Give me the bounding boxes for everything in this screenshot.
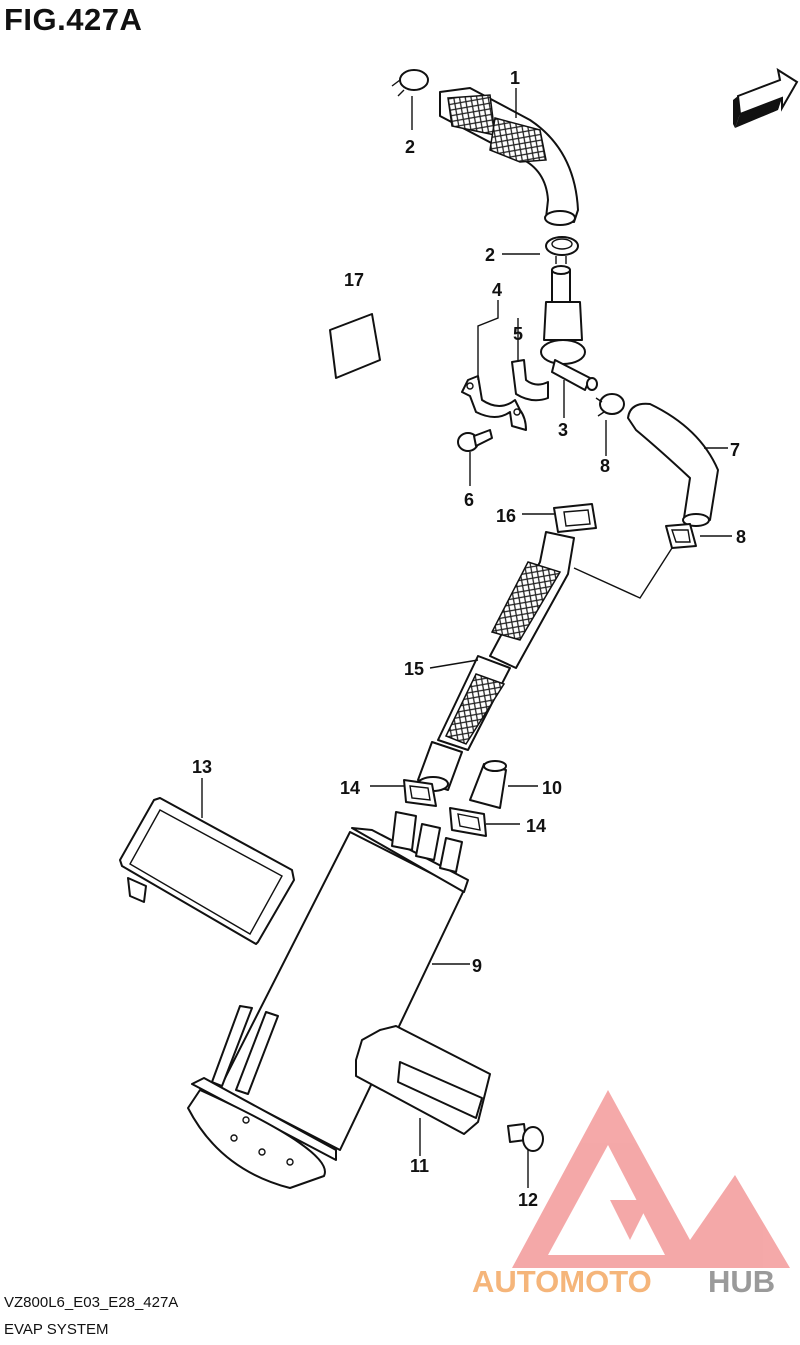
fwd-arrow-icon: FWD xyxy=(733,67,799,128)
callout-labels: 1 2 2 3 4 5 6 7 8 8 9 10 11 12 13 14 14 … xyxy=(192,68,746,1210)
part-8-clamp-upper xyxy=(595,393,625,417)
part-4-bracket xyxy=(461,375,527,431)
part-7-hose xyxy=(627,402,719,527)
part-8-clamp-lower xyxy=(665,523,697,549)
part-17-label xyxy=(329,313,381,379)
callout-14-left: 14 xyxy=(340,778,360,798)
part-2-clamp-top xyxy=(391,69,429,97)
figure-title: FIG.427A xyxy=(4,2,143,37)
part-14-clip-left xyxy=(403,779,437,807)
diagram-caption: EVAP SYSTEM xyxy=(4,1321,109,1338)
callout-2-mid: 2 xyxy=(485,245,495,265)
callout-3: 3 xyxy=(558,420,568,440)
callout-9: 9 xyxy=(472,956,482,976)
callout-2-top: 2 xyxy=(405,137,415,157)
callout-8-upper: 8 xyxy=(600,456,610,476)
callout-7: 7 xyxy=(730,440,740,460)
watermark-logo xyxy=(512,1090,790,1268)
callout-10: 10 xyxy=(542,778,562,798)
callout-13: 13 xyxy=(192,757,212,777)
callout-1: 1 xyxy=(510,68,520,88)
callout-8-lower: 8 xyxy=(736,527,746,547)
part-14-clip-right xyxy=(449,807,487,837)
callout-4: 4 xyxy=(492,280,502,300)
callout-15: 15 xyxy=(404,659,424,679)
part-9-canister xyxy=(187,811,469,1189)
callout-5: 5 xyxy=(513,324,523,344)
part-6-screw xyxy=(457,429,493,452)
diagram-code: VZ800L6_E03_E28_427A xyxy=(4,1294,179,1311)
part-3-valve xyxy=(540,265,598,391)
part-1-hose xyxy=(439,87,579,226)
part-2-clamp-mid xyxy=(545,236,579,264)
callout-14-right: 14 xyxy=(526,816,546,836)
part-10-cap xyxy=(469,760,507,809)
part-13-cover xyxy=(119,797,295,945)
callout-6: 6 xyxy=(464,490,474,510)
svg-text:HUB: HUB xyxy=(708,1264,775,1299)
callout-11: 11 xyxy=(410,1156,429,1176)
callout-12: 12 xyxy=(518,1190,538,1210)
part-11-bracket xyxy=(355,1025,491,1135)
callout-16: 16 xyxy=(496,506,516,526)
part-5-bracket xyxy=(511,359,549,402)
callout-17: 17 xyxy=(344,270,364,290)
part-12-screw xyxy=(507,1123,544,1152)
part-15-hose xyxy=(417,531,575,792)
watermark-text: AUTOMOTO HUB xyxy=(472,1264,775,1299)
part-16-clip xyxy=(553,503,597,533)
leader-lines xyxy=(201,88,732,1188)
svg-text:AUTOMOTO: AUTOMOTO xyxy=(472,1264,652,1299)
